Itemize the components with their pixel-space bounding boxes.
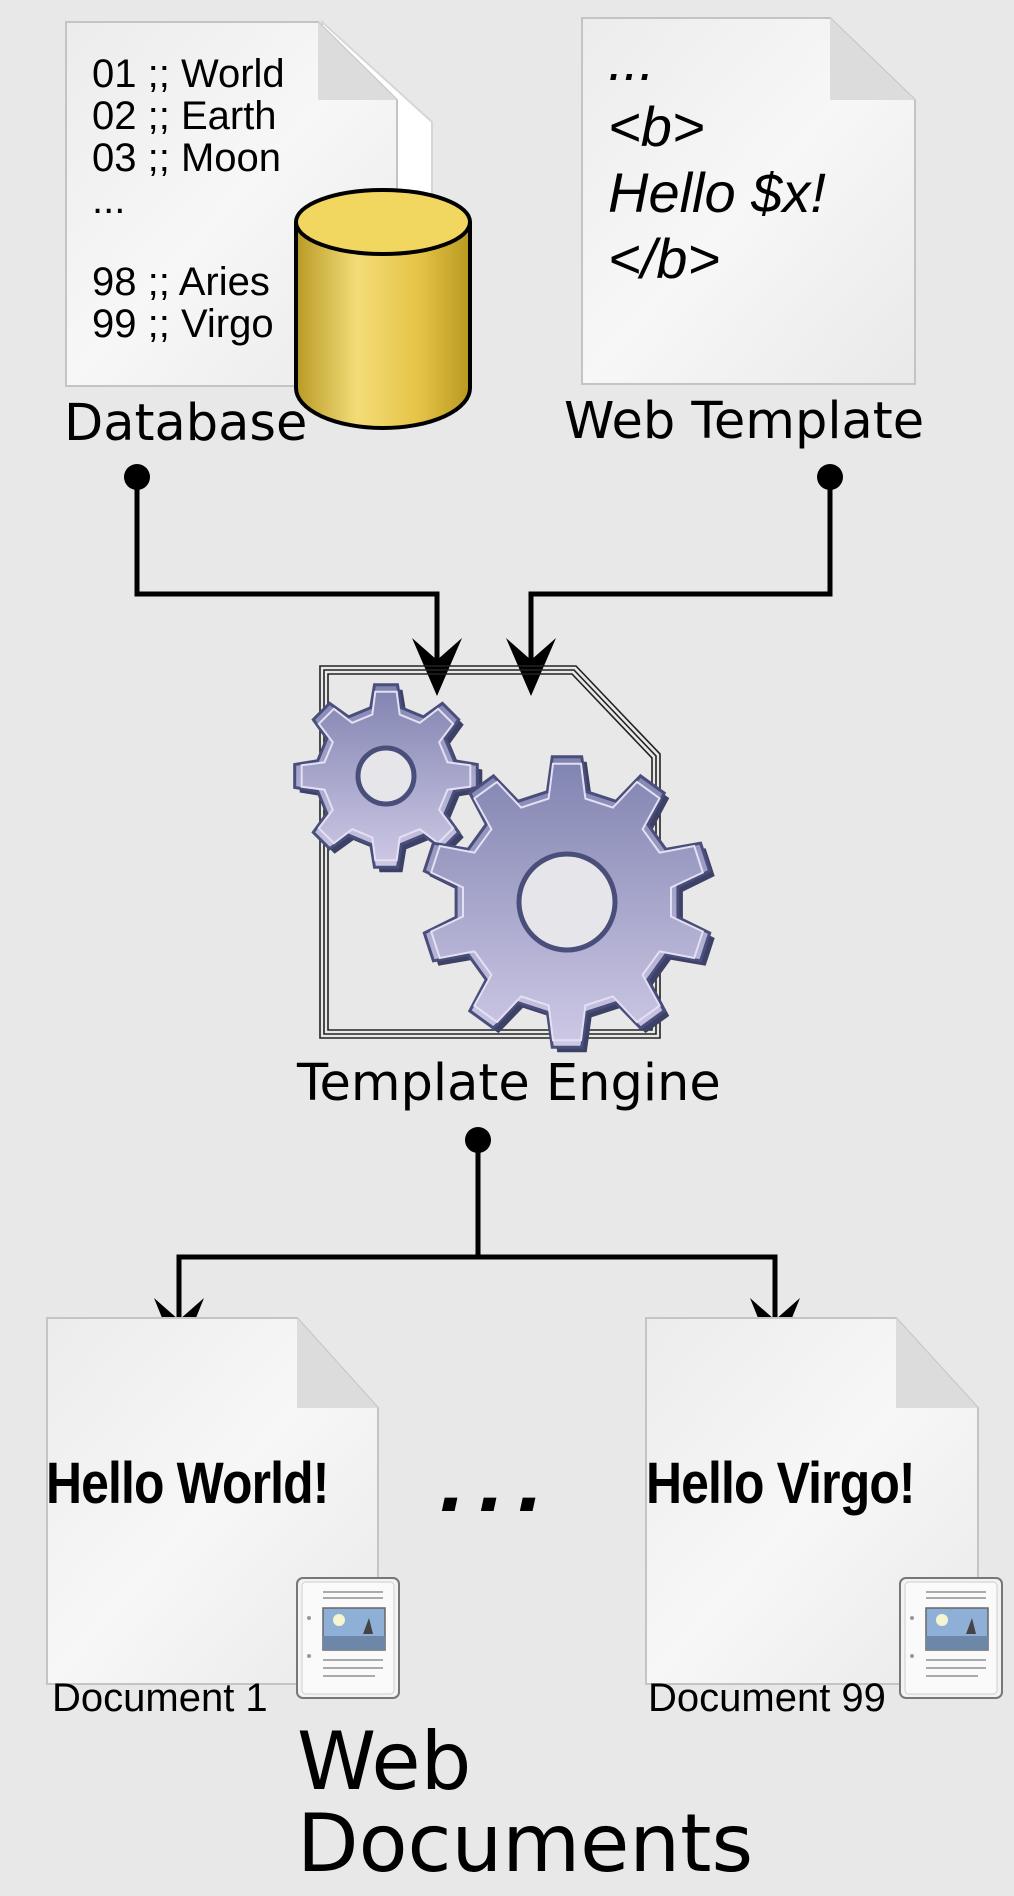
template-line: </b> [608, 227, 721, 290]
template-line: <b> [608, 95, 705, 158]
database-row: 98 ;; Aries [92, 260, 270, 304]
document-1-page [46, 1317, 379, 1685]
web-template-document [581, 17, 916, 385]
database-row: 02 ;; Earth [92, 94, 277, 138]
doc1-connector [176, 1254, 478, 1340]
document-99-content: Hello Virgo! [646, 1451, 916, 1516]
database-connector [134, 478, 440, 680]
web-documents-title-line2: Documents [297, 1797, 754, 1890]
database-connector-dot [124, 464, 150, 490]
database-label: Database [64, 394, 308, 453]
database-arrowhead [412, 638, 462, 696]
database-row: 01 ;; World [92, 52, 285, 96]
database-row: 03 ;; Moon [92, 136, 282, 180]
template-connector-dot [817, 464, 843, 490]
database-row: ... [92, 178, 126, 222]
output-connectors [176, 1140, 778, 1340]
database-row: 99 ;; Virgo [92, 302, 274, 346]
input-connectors [134, 478, 833, 680]
database-cylinder-icon [294, 188, 472, 430]
small-gear-icon [293, 683, 483, 873]
document-99-caption: Document 99 [648, 1676, 886, 1720]
doc99-connector [478, 1254, 778, 1340]
document-1-image-icon [296, 1577, 400, 1699]
template-line: ... [608, 29, 655, 92]
template-line: Hello $x! [608, 161, 826, 224]
template-arrowhead [506, 638, 556, 696]
large-gear-icon [422, 755, 715, 1053]
web-documents-title-line1: Web [297, 1715, 472, 1808]
document-1-caption: Document 1 [52, 1676, 268, 1720]
document-1-content: Hello World! [46, 1451, 329, 1516]
engine-connector-dot [465, 1127, 491, 1153]
web-template-label: Web Template [564, 392, 925, 451]
document-99-page [645, 1317, 979, 1685]
document-99-image-icon [899, 1577, 1003, 1699]
template-connector [528, 478, 833, 680]
template-engine-label: Template Engine [297, 1054, 721, 1113]
ellipsis: ... [431, 1431, 570, 1531]
